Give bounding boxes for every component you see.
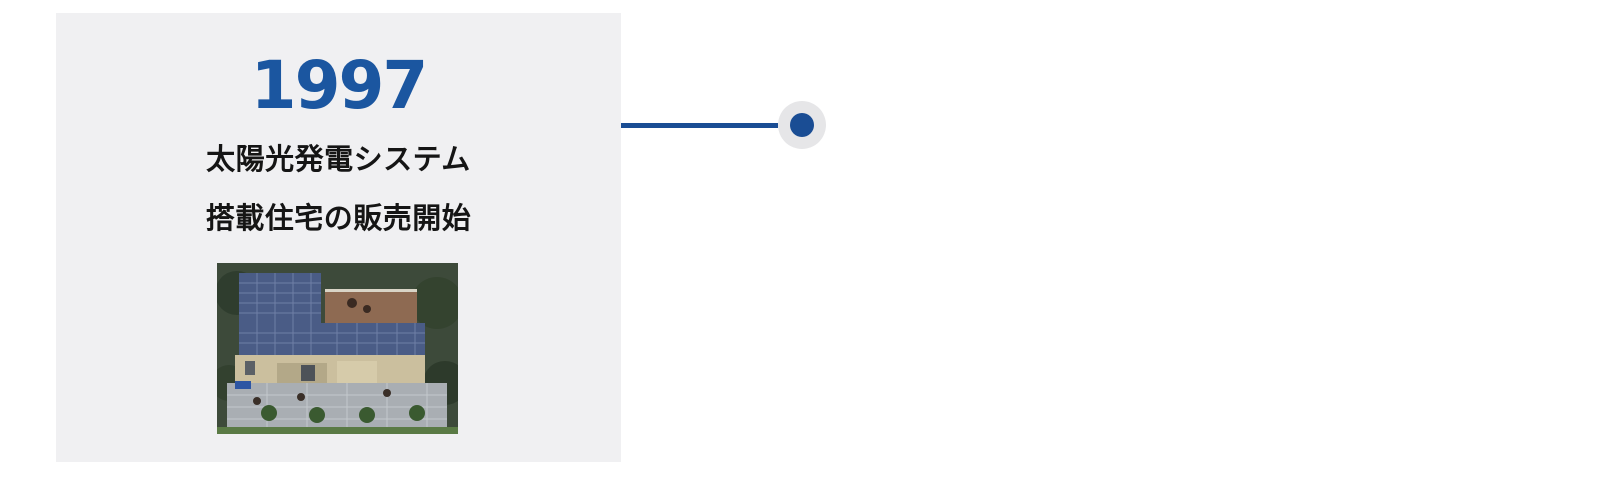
timeline-connector-line xyxy=(621,123,778,128)
timeline-marker xyxy=(778,101,826,149)
house-illustration xyxy=(217,263,458,434)
house-photo xyxy=(217,263,458,434)
timeline-caption-line1: 太陽光発電システム xyxy=(206,142,471,176)
timeline-caption-line2: 搭載住宅の販売開始 xyxy=(205,201,472,235)
timeline-card: 1997 太陽光発電システム 搭載住宅の販売開始 xyxy=(56,13,621,462)
timeline-marker-dot xyxy=(790,113,814,137)
timeline-year: 1997 xyxy=(250,47,429,124)
